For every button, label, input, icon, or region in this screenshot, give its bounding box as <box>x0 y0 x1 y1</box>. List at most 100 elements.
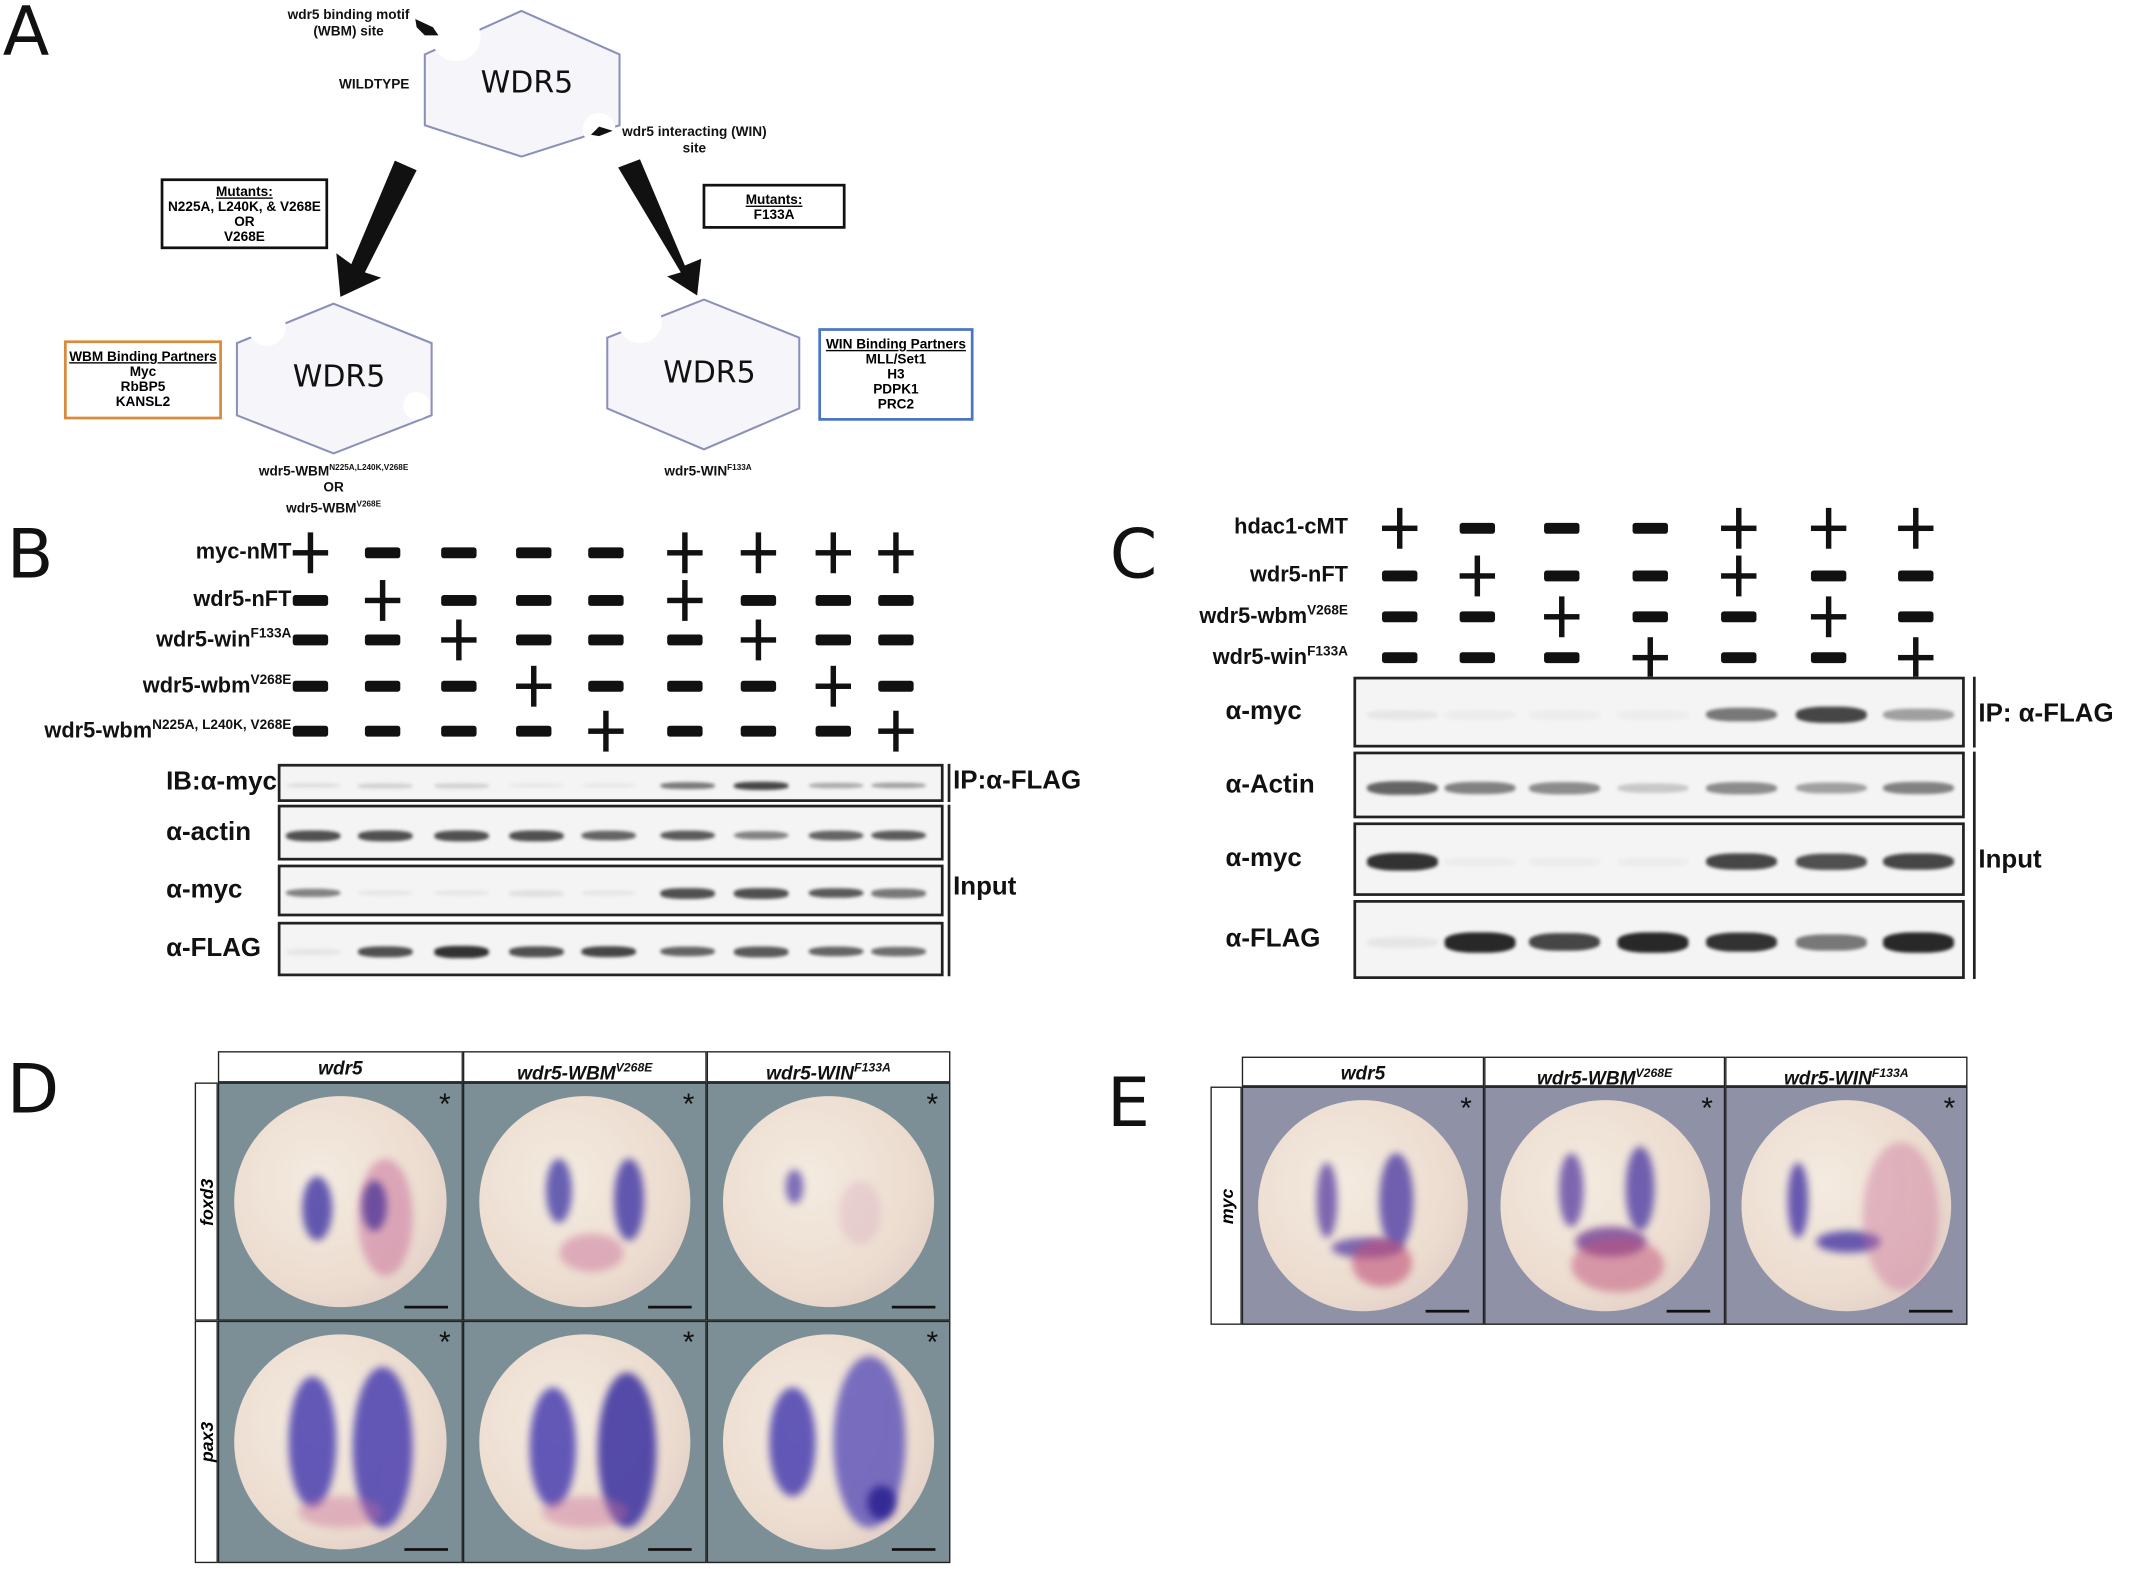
stain <box>361 1180 388 1232</box>
column-superscript: V268E <box>615 1060 653 1075</box>
column-header: wdr5-WINF133A <box>1725 1056 1968 1089</box>
blot-label: α-myc <box>166 875 243 905</box>
blot-strip <box>277 864 944 917</box>
treatment-label: wdr5-winF133A <box>156 627 291 653</box>
plus-sign <box>1632 637 1668 679</box>
column-name: wdr5 <box>318 1056 363 1079</box>
band <box>285 783 341 788</box>
minus-sign <box>1382 637 1418 678</box>
ip-label: IP: α-FLAG <box>1978 699 2114 729</box>
plus-sign <box>1721 555 1757 597</box>
plus-sign <box>1382 507 1418 549</box>
embryo-image: * <box>217 1082 463 1321</box>
band <box>581 783 636 788</box>
ip-bracket <box>947 763 951 802</box>
scale-bar <box>891 1305 936 1309</box>
wbm-site-label: wdr5 binding motif (WBM) site <box>283 8 414 41</box>
row-label: myc <box>1215 1187 1237 1224</box>
band <box>733 830 789 841</box>
box-title: Mutants: <box>745 193 803 209</box>
sign-bar <box>740 725 777 737</box>
sign-bar <box>755 619 762 661</box>
band <box>1444 781 1516 795</box>
minus-sign <box>441 666 477 707</box>
band <box>1367 852 1438 871</box>
minus-sign <box>1544 556 1580 597</box>
sign-bar <box>1397 507 1403 549</box>
band <box>1706 932 1777 952</box>
sign-bar <box>667 680 703 692</box>
sign-bar <box>1474 555 1481 597</box>
sign-bar <box>1825 507 1832 549</box>
caption-base: wdr5-WBM <box>258 464 330 480</box>
scale-bar <box>404 1548 448 1551</box>
box-title: WIN Binding Partners <box>825 337 966 353</box>
scale-bar <box>404 1305 448 1309</box>
minus-sign <box>516 532 552 573</box>
sign-bar <box>682 532 688 574</box>
stain <box>839 1180 882 1244</box>
band <box>1795 781 1867 794</box>
stain <box>1816 1231 1881 1253</box>
sign-bar <box>1647 637 1653 679</box>
band <box>509 946 564 958</box>
sign-bar <box>1632 611 1668 623</box>
sign-bar <box>1913 637 1919 679</box>
minus-sign <box>1810 637 1847 678</box>
embryo <box>1257 1099 1469 1312</box>
asterisk-marker: * <box>439 1324 451 1359</box>
scale-bar <box>648 1548 692 1551</box>
sign-bar <box>531 665 537 707</box>
minus-sign <box>1721 596 1757 637</box>
embryo-image: * <box>217 1320 463 1564</box>
blot-label: α-myc <box>1225 844 1302 873</box>
sign-bar <box>516 725 552 737</box>
band <box>660 888 715 899</box>
band <box>1883 932 1954 953</box>
scale-bar <box>1908 1309 1953 1313</box>
scale-bar <box>891 1548 936 1551</box>
sign-bar <box>588 634 624 646</box>
sign-bar <box>603 710 609 752</box>
sign-bar <box>1382 570 1418 582</box>
row-label-cell: foxd3 <box>194 1082 218 1321</box>
sign-bar <box>682 580 688 621</box>
wdr5-wbm-hexagon <box>235 302 433 455</box>
input-bracket <box>947 804 951 977</box>
band <box>581 830 636 841</box>
minus-sign <box>1632 508 1668 549</box>
box-line: PDPK1 <box>873 382 919 398</box>
box-line: Myc <box>129 364 157 380</box>
scale-bar <box>1425 1309 1470 1313</box>
wbm-mutant-win-pocket <box>403 392 431 420</box>
box-title: Mutants: <box>216 185 273 201</box>
scale-bar <box>1666 1309 1711 1313</box>
sign-bar <box>379 580 386 621</box>
arrow-wbm-site <box>415 19 439 36</box>
minus-sign <box>441 580 477 621</box>
wdr5-win-hexagon <box>606 298 801 451</box>
minus-sign <box>292 711 329 752</box>
minus-sign <box>1544 508 1580 549</box>
minus-sign <box>878 666 914 707</box>
band <box>808 888 864 899</box>
treatment-name: wdr5-win <box>156 628 251 652</box>
sign-bar <box>516 634 552 646</box>
blot-label: α-actin <box>166 817 252 847</box>
asterisk-marker: * <box>1701 1090 1713 1125</box>
minus-sign <box>364 711 401 752</box>
column-header: wdr5 <box>1241 1056 1485 1087</box>
minus-sign <box>1632 596 1668 637</box>
embryo-image: * <box>1484 1086 1726 1325</box>
band <box>871 829 926 841</box>
column-name: wdr5-WIN <box>766 1061 855 1084</box>
band <box>1617 932 1689 953</box>
minus-sign <box>1632 556 1668 597</box>
band <box>1444 857 1516 867</box>
band <box>660 782 715 789</box>
sign-bar <box>815 595 851 606</box>
minus-sign <box>667 711 703 752</box>
band <box>358 783 413 789</box>
win-mutant-wbm-pocket <box>618 299 662 344</box>
treatment-name: hdac1-cMT <box>1234 516 1348 540</box>
